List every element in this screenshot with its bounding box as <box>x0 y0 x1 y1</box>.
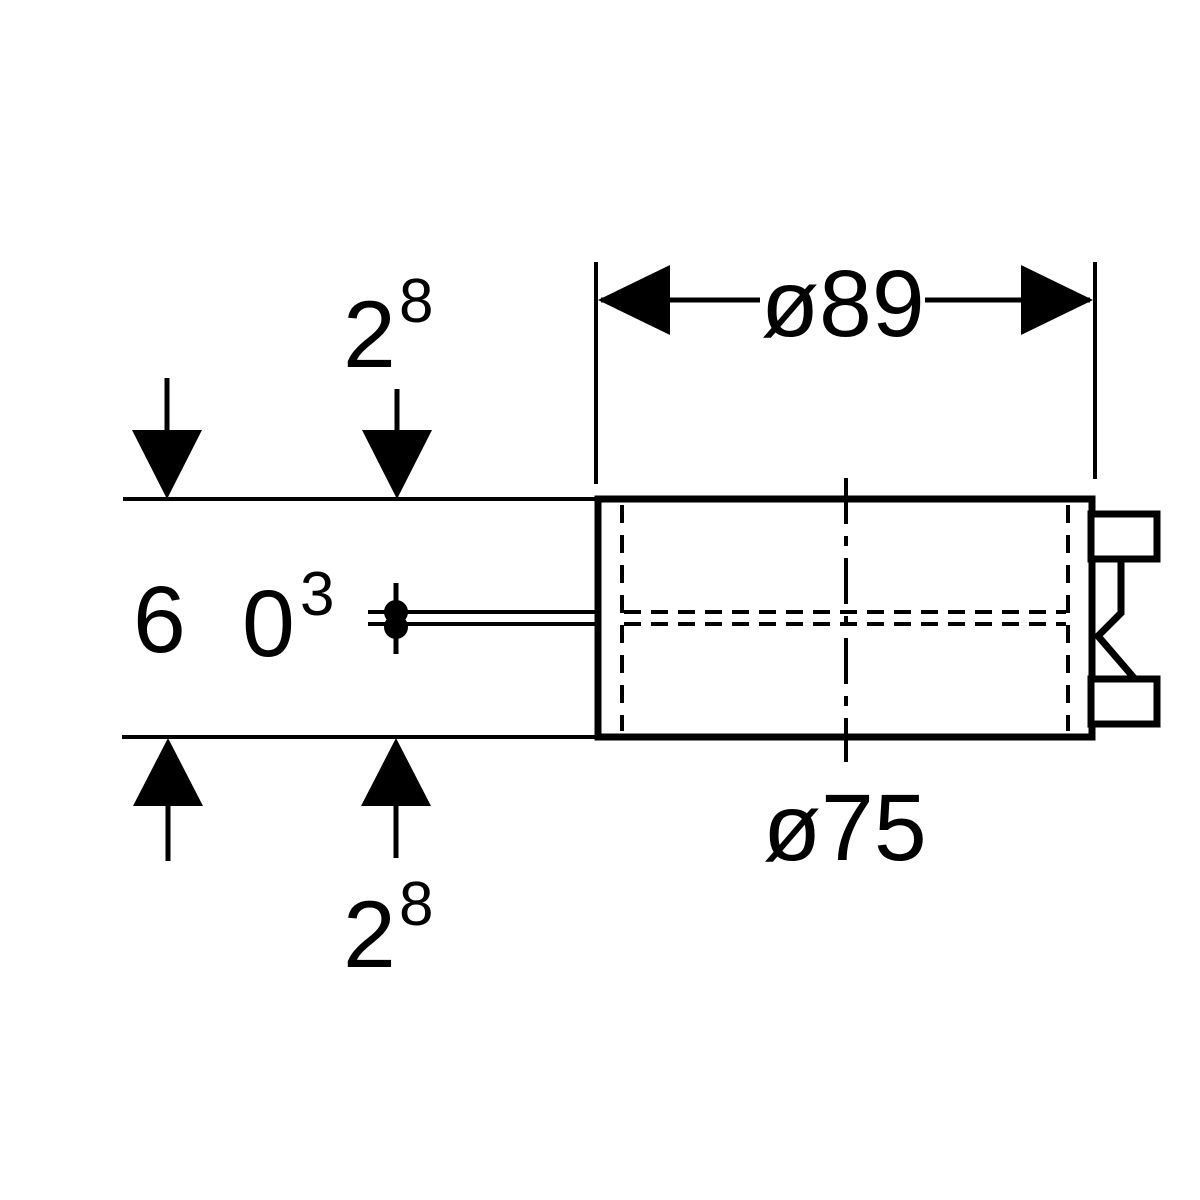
inner-diameter-label: ø75 <box>763 775 927 881</box>
up-arrow-left-head <box>133 738 203 806</box>
dimension-d89: ø89 <box>594 251 1097 484</box>
bottom-offset-label: 2 8 <box>343 870 433 988</box>
left-value-noted-label: 0 3 <box>242 560 334 677</box>
down-arrow-right-head <box>362 430 432 499</box>
down-arrow-left <box>132 378 202 499</box>
clip-profile <box>1087 510 1161 728</box>
down-arrow-left-head <box>132 430 202 499</box>
up-arrow-left <box>133 738 203 861</box>
top-offset-label: 2 8 <box>343 267 433 388</box>
clip-spring-notch <box>1093 559 1138 682</box>
fixing-point-dot-lower <box>384 615 408 639</box>
dimension-arrowhead-right <box>1021 265 1093 335</box>
fixing-point-symbol <box>368 583 596 654</box>
up-arrow-right <box>361 738 431 858</box>
wall-section <box>122 497 595 739</box>
clip-tab-bottom <box>1087 675 1161 728</box>
clip-tab-top <box>1087 510 1161 563</box>
up-arrow-right-head <box>361 738 431 806</box>
down-arrow-right <box>362 389 432 499</box>
outer-diameter-label: ø89 <box>761 251 925 357</box>
sleeve-body <box>594 478 1096 762</box>
dimension-arrowhead-left <box>598 265 670 335</box>
left-value-label: 6 <box>133 567 186 673</box>
